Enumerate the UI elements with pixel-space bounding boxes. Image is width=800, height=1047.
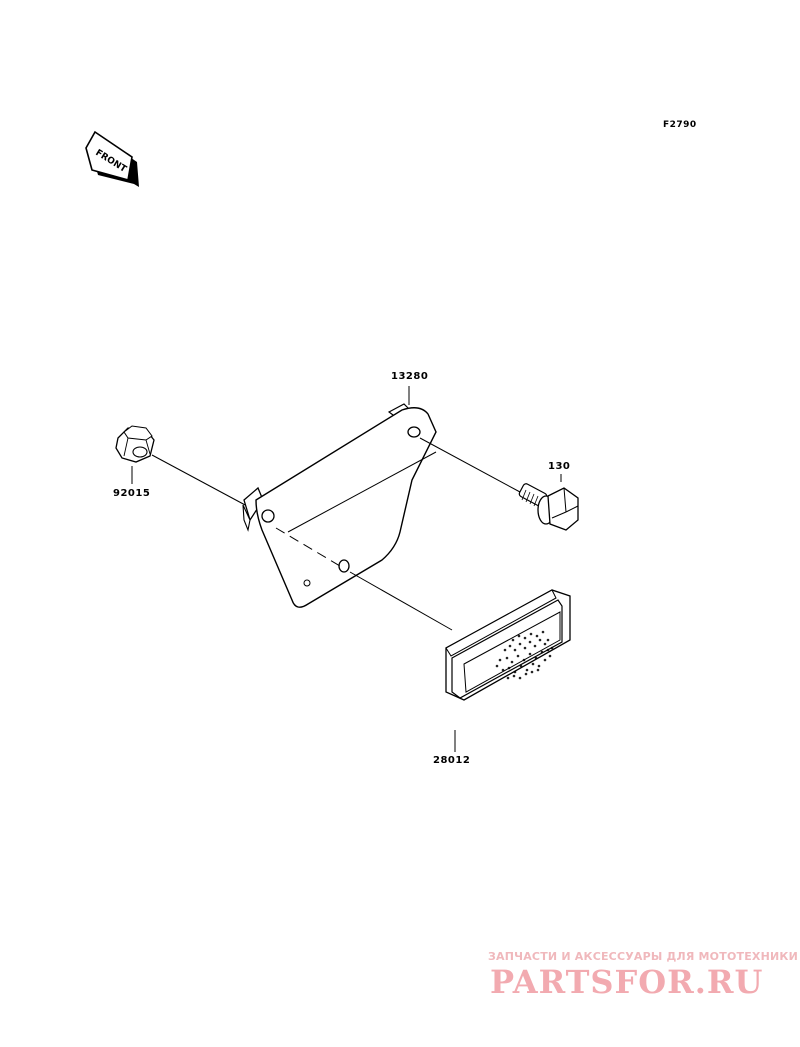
reflector-28012-icon (445, 589, 571, 701)
hidden-leader-line (275, 527, 341, 567)
part-number-reflector: 28012 (433, 755, 471, 766)
front-arrow-icon: FRONT (85, 130, 139, 187)
watermark-logo: PARTSFOR.RU (490, 963, 764, 1001)
bolt-130-icon (518, 483, 579, 531)
part-number-bolt: 130 (548, 461, 571, 472)
part-number-nut: 92015 (113, 488, 151, 499)
reflector-leader-line (349, 571, 453, 631)
figure-code: F2790 (663, 120, 697, 130)
watermark-caption: ЗАПЧАСТИ И АКСЕССУАРЫ ДЛЯ МОТОТЕХНИКИ (488, 950, 798, 963)
part-number-bracket: 13280 (391, 371, 429, 382)
bracket-13280-icon (242, 403, 437, 608)
nut-leader-line (151, 454, 248, 507)
bolt-leader-line (419, 437, 521, 493)
nut-92015-icon (115, 425, 155, 463)
